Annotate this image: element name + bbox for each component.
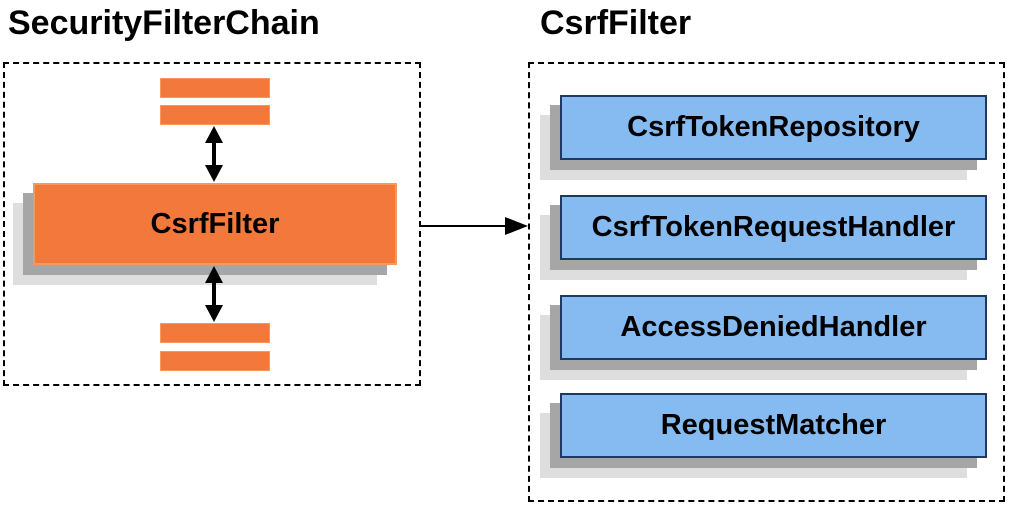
arrow-right-icon: [421, 217, 528, 235]
component-box-csrf-token-repository: CsrfTokenRepository: [560, 95, 987, 160]
component-box-request-matcher: RequestMatcher: [560, 393, 987, 458]
bidirectional-arrow-icon: [205, 266, 223, 322]
component-label: CsrfTokenRepository: [627, 111, 920, 143]
component-box-csrf-token-request-handler: CsrfTokenRequestHandler: [560, 195, 987, 260]
filter-chain-bar: [160, 105, 270, 125]
filter-chain-bar: [160, 323, 270, 343]
component-label: CsrfTokenRequestHandler: [591, 211, 956, 243]
bidirectional-arrow-icon: [205, 126, 223, 182]
filter-chain-bar: [160, 351, 270, 371]
csrf-filter-box: CsrfFilter: [33, 183, 397, 265]
csrf-filter-box-label: CsrfFilter: [150, 207, 280, 240]
security-filter-chain-box: [3, 62, 421, 386]
filter-chain-bar: [160, 78, 270, 98]
csrf-filter-title: CsrfFilter: [540, 4, 692, 42]
csrf-filter-components-box: [528, 62, 1005, 502]
component-box-access-denied-handler: AccessDeniedHandler: [560, 295, 987, 360]
security-filter-chain-title: SecurityFilterChain: [8, 4, 320, 42]
component-label: RequestMatcher: [660, 409, 887, 441]
component-label: AccessDeniedHandler: [620, 311, 927, 343]
